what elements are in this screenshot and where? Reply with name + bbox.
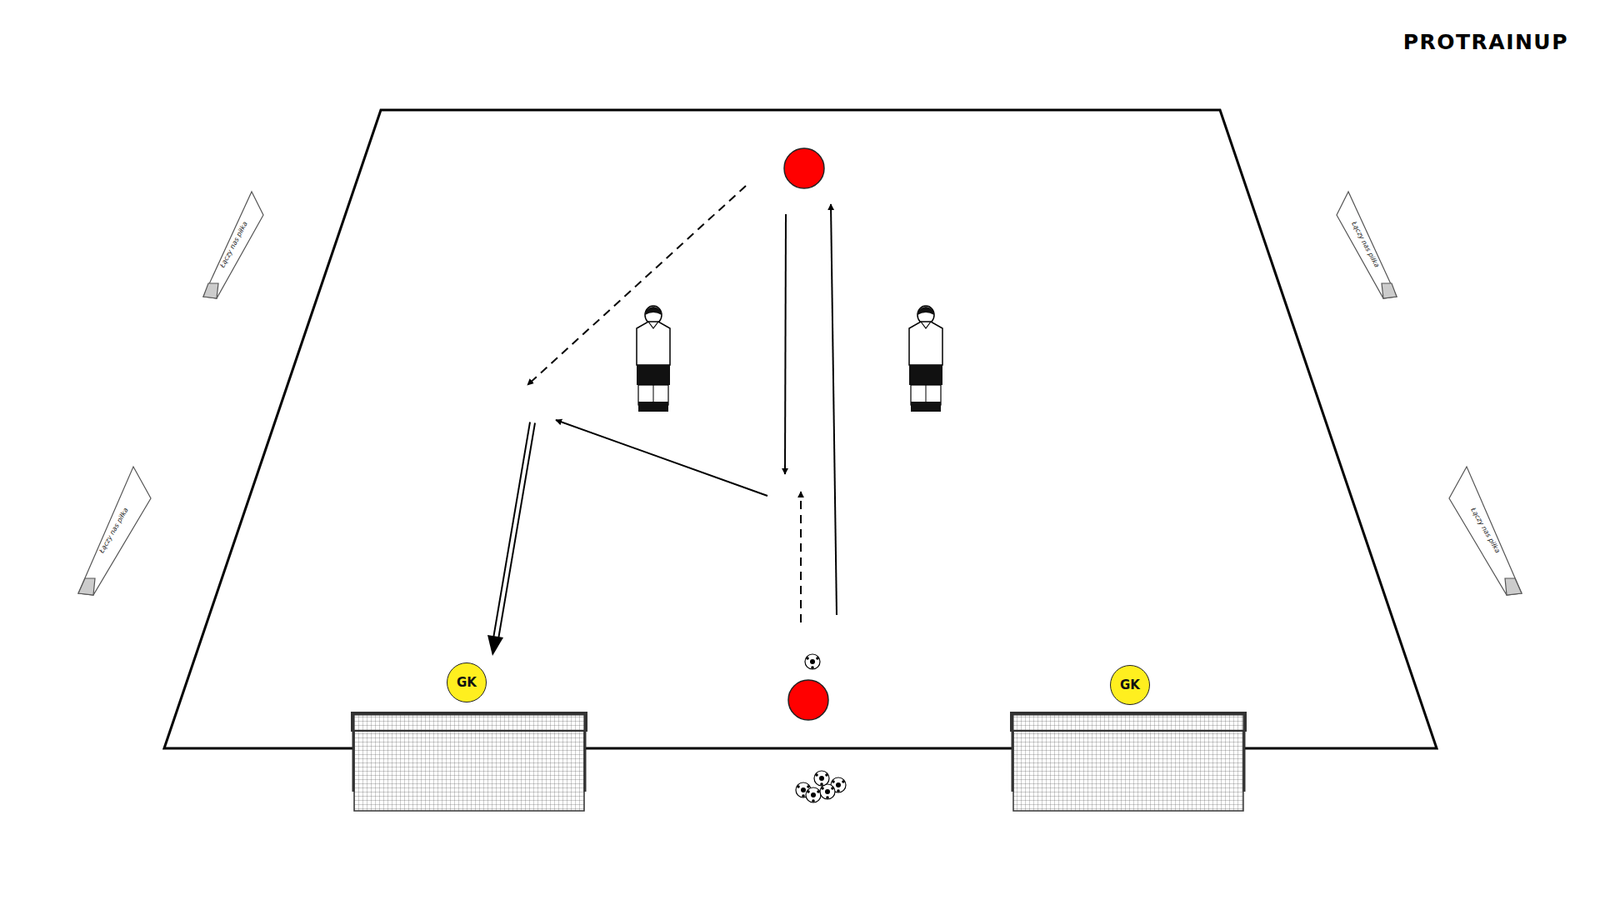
goalkeeper-marker: GK	[446, 662, 487, 703]
player	[788, 680, 829, 720]
node-label: GK	[456, 675, 477, 690]
mannequin	[636, 305, 670, 412]
ball	[805, 654, 820, 670]
mannequin	[909, 305, 943, 412]
node-label: GK	[1120, 677, 1140, 693]
goal	[1010, 712, 1246, 811]
goal	[351, 712, 587, 811]
player	[784, 148, 825, 189]
drill-arrows	[493, 185, 837, 640]
shot-arrowhead	[487, 635, 504, 656]
goalkeeper-marker: GK	[1110, 665, 1150, 705]
pitch	[164, 110, 1437, 749]
ball-pile	[795, 770, 846, 803]
watermark: PROTRAINUP	[1403, 30, 1569, 55]
